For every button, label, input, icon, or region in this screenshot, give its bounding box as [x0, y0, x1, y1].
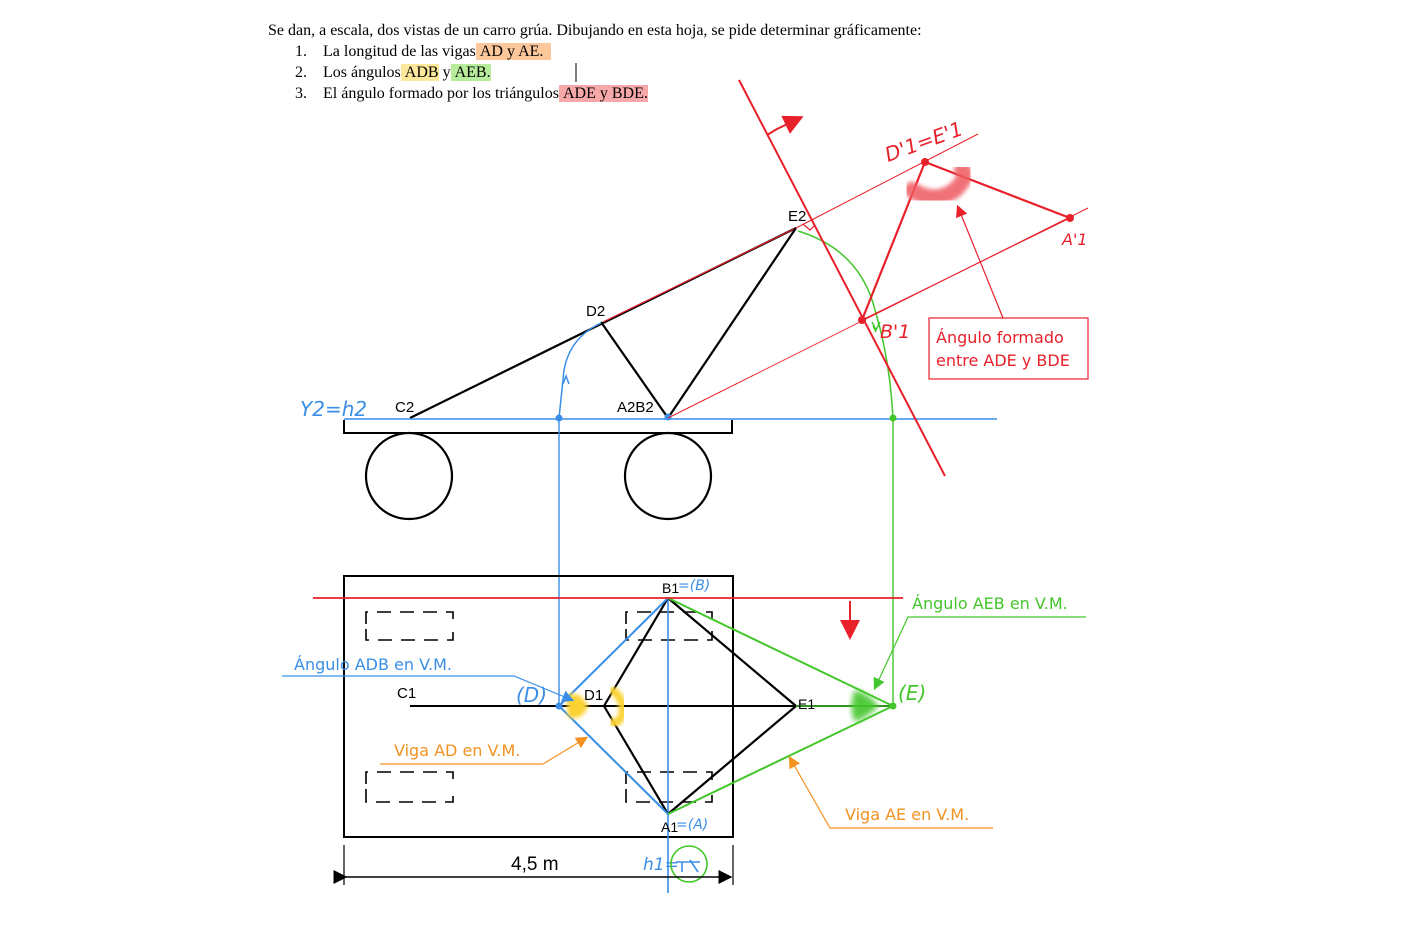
aux-point-d [921, 158, 929, 166]
annotation-aeb-angle: Ángulo AEB en V.M. [912, 594, 1068, 613]
question-text: La longitud de las vigas [323, 43, 476, 60]
aux-angle-highlight [904, 162, 973, 206]
rotation-arc-d-arrow [562, 373, 570, 385]
label-d2: D2 [586, 303, 605, 320]
label-e1: E1 [798, 696, 815, 712]
label-b1: B1 [662, 580, 679, 596]
rotation-arc-e [797, 230, 894, 419]
annotation-adb-angle: Ángulo ADB en V.M. [294, 655, 452, 674]
true-size-b-e [667, 597, 894, 707]
plan-beam-b-e [667, 597, 797, 707]
beam-d2-ab2 [600, 321, 669, 419]
question-number: 1. [295, 43, 307, 60]
plane-angle-line1: Ángulo formado [936, 328, 1064, 347]
h1-symbol [676, 859, 700, 873]
wheel-left [364, 431, 454, 521]
annotations: Ángulo ADB en V.M. Viga AD en V.M. Ángul… [282, 594, 1086, 829]
aux-direction-arrow [766, 115, 804, 136]
statement-intro: Se dan, a escala, dos vistas de un carro… [268, 22, 922, 39]
aux-right-angle-mark [802, 223, 816, 231]
label-c1: C1 [397, 685, 416, 702]
d1-angle-highlight [608, 686, 627, 728]
question-number: 3. [295, 85, 307, 102]
problem-statement: Se dan, a escala, dos vistas de un carro… [268, 20, 1004, 104]
highlight-aeb: AEB. [450, 64, 491, 81]
aux-edge-b-a [861, 217, 1071, 321]
annotation-viga-ae: Viga AE en V.M. [845, 805, 969, 824]
plan-beam-e-a [667, 705, 797, 815]
label-e-rev: (E) [898, 681, 926, 705]
wheel-hidden-tl [365, 611, 454, 641]
true-size-e-a [667, 705, 894, 815]
plan-point-e-rev [889, 702, 897, 710]
auxiliary-view-red: Ángulo formado entre ADE y BDE D'1=E'1 B… [667, 79, 1089, 477]
aux-point-b [858, 316, 866, 324]
plane-angle-box [928, 317, 1089, 380]
dimension-text: 4,5 m [511, 854, 559, 875]
wheel-right [623, 431, 713, 521]
question-2: 2. Los ángulos ADB y AEB. [295, 62, 1004, 83]
label-b1-rev: =(B) [678, 578, 710, 594]
label-c2: C2 [395, 399, 414, 416]
label-a1-rev: =(A) [676, 817, 708, 833]
wheel-hidden-bl [365, 771, 454, 803]
aux-ground-line [738, 79, 946, 477]
plan-point-d-rev [555, 702, 563, 710]
annotation-viga-ae-leader [788, 755, 993, 829]
question-3: 3. El ángulo formado por los triángulos … [295, 83, 1004, 104]
label-e2: E2 [788, 208, 806, 225]
aeb-angle-highlight [851, 690, 878, 722]
annotation-aeb-leader [873, 616, 1086, 691]
chassis-frame [343, 420, 733, 434]
label-d1: D1 [584, 687, 603, 704]
elevation-view: C2 D2 E2 A2B2 Y2=h2 [300, 208, 997, 706]
beam-d2-e2-red [602, 227, 797, 323]
label-a1-prime: A'1 [1061, 230, 1088, 249]
true-size-d-a [558, 705, 669, 815]
question-list: 1. La longitud de las vigas AD y AE. 2. … [268, 41, 1004, 104]
annotation-viga-ad: Viga AD en V.M. [394, 741, 520, 760]
question-text: El ángulo formado por los triángulos [323, 85, 559, 102]
ab2-point [664, 413, 672, 421]
aux-angle-pointer [956, 204, 1004, 319]
annotation-adb-leader [282, 675, 575, 702]
highlight-adb: ADB [400, 64, 439, 81]
label-a2b2: A2B2 [617, 399, 654, 416]
aux-point-a [1066, 214, 1074, 222]
true-size-b-d [558, 597, 669, 707]
question-joiner: y [442, 64, 451, 81]
rotation-arc-d [558, 322, 602, 419]
highlight-ad-ae: AD y AE. [475, 43, 552, 60]
plane-angle-line2: entre ADE y BDE [936, 351, 1070, 370]
rotation-arc-e-mark [871, 321, 881, 333]
question-1: 1. La longitud de las vigas AD y AE. [295, 41, 1004, 62]
beam-e2-ab2 [667, 227, 797, 419]
question-text: Los ángulos [323, 64, 401, 81]
label-a1: A1 [661, 819, 678, 835]
highlight-ade-bde: ADE y BDE. [558, 85, 648, 102]
label-ground-line: Y2=h2 [300, 397, 367, 421]
plan-view: B1 =(B) C1 D1 E1 A1 =(A) (D) (E) h1= 4,5… [313, 575, 926, 893]
label-b1-prime: B'1 [880, 321, 910, 343]
aux-projector-e [795, 133, 979, 229]
annotation-viga-ad-leader [380, 736, 589, 765]
label-d-rev: (D) [516, 683, 547, 707]
aux-edge-d-a [924, 160, 1071, 220]
aux-projector-ab [667, 207, 1089, 419]
question-number: 2. [295, 64, 307, 81]
